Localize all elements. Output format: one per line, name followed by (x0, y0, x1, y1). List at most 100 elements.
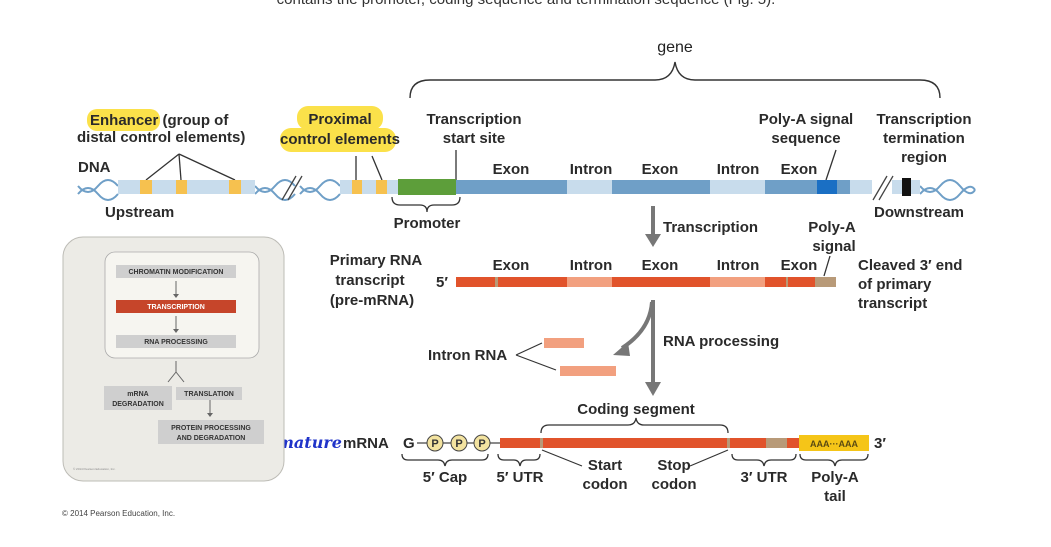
polya-tail-aaa: AAA···AAA (810, 439, 858, 449)
phosphate-cap (426, 434, 491, 452)
cleaved-label-2: of primary (858, 276, 932, 293)
flow-rna-processing-box (116, 335, 236, 348)
flow-rna-processing-text: RNA PROCESSING (144, 339, 208, 346)
dna-break-marks (281, 175, 894, 201)
flow-mrna-degradation-box (104, 386, 172, 410)
polya-tail-bar (799, 435, 869, 451)
promoter-region (398, 179, 456, 195)
proximal-element-1 (352, 180, 362, 194)
enhancer-label-2: distal control elements) (77, 129, 245, 146)
pre-mrna-intron-label-1: Intron (570, 257, 613, 274)
pre-mrna-polya-pointer (823, 255, 831, 277)
handwritten-mature-label: mature (277, 433, 342, 452)
mrna-utr3-end (787, 438, 799, 448)
mrna-coding (543, 438, 727, 448)
start-codon-label: Start (588, 457, 622, 474)
pre-mrna-label-2: transcript (335, 272, 404, 289)
stop-codon-label: Stop (657, 457, 690, 474)
termination-label: Transcription (876, 111, 971, 128)
cleaved-label: Cleaved 3′ end (858, 257, 962, 274)
proximal-element-2 (376, 180, 387, 194)
polya-signal-sequence (817, 180, 837, 194)
intron-rna-fragment-1 (544, 338, 584, 348)
phosphate-p-2: P (455, 438, 462, 450)
intron-rna-label: Intron RNA (428, 347, 507, 364)
phosphate-p-1: P (431, 438, 438, 450)
copyright: © 2014 Pearson Education, Inc. (62, 509, 175, 518)
mrna-g-label: G (403, 435, 415, 452)
flow-chromatin-text: CHROMATIN MODIFICATION (128, 269, 223, 276)
pre-mrna-utr5 (456, 277, 495, 287)
enhancer-pointer-lines (145, 153, 236, 181)
utr5-label: 5′ UTR (497, 469, 544, 486)
intron-rna-pointer-1 (515, 342, 543, 356)
pre-mrna-intron-1 (567, 277, 612, 287)
polya-tail-label-2: tail (824, 488, 846, 505)
enhancer-highlight (87, 109, 160, 131)
proximal-label: Proximal (308, 111, 371, 128)
rna-processing-label: RNA processing (663, 333, 779, 350)
mrna-label: mRNA (343, 435, 389, 452)
mrna-bottom-braces (401, 453, 869, 467)
transcription-label: Transcription (663, 219, 758, 236)
flow-protein-text-2: AND DEGRADATION (177, 435, 246, 442)
stop-codon-pointer (689, 449, 729, 467)
termination-label-2: termination (883, 130, 965, 147)
transcription-arrowhead (645, 234, 661, 247)
intron-rna-fragment-2 (560, 366, 616, 376)
flow-tiny-copyright: © 2014 Pearson Education, Inc. (73, 467, 116, 471)
dna-intron-label-2: Intron (717, 161, 760, 178)
polya-tail-label: Poly-A (811, 469, 859, 486)
stop-codon-label-2: codon (652, 476, 697, 493)
dna-downstream-1 (850, 180, 872, 194)
cap-label: 5′ Cap (423, 469, 467, 486)
tss-label-2: start site (443, 130, 506, 147)
flow-transcription-box (116, 300, 236, 313)
pre-mrna-intron-label-2: Intron (717, 257, 760, 274)
downstream-label: Downstream (874, 204, 964, 221)
dna-intron-2 (710, 180, 765, 194)
dna-exon-label-1: Exon (493, 161, 530, 178)
dna-label: DNA (78, 159, 111, 176)
phosphate-p-3: P (478, 438, 485, 450)
proximal-highlight-1 (297, 106, 383, 130)
flow-translation-text: TRANSLATION (184, 391, 234, 398)
flow-transcription-text: TRANSCRIPTION (147, 304, 205, 311)
gene-brace (409, 61, 941, 99)
dna-proximal-region (340, 180, 398, 194)
intron-rna-pointer-2 (515, 354, 557, 371)
pre-mrna-label: Primary RNA (330, 252, 423, 269)
start-codon-label-2: codon (583, 476, 628, 493)
tss-label: Transcription (426, 111, 521, 128)
intron-removal-arrowhead (613, 342, 630, 356)
mrna-utr3 (730, 438, 766, 448)
pre-mrna-exon-1 (498, 277, 567, 287)
dna-exon-2 (612, 180, 710, 194)
coding-segment-label: Coding segment (577, 401, 695, 418)
pre-mrna-label-3: (pre-mRNA) (330, 292, 414, 309)
enhancer-element-1 (140, 180, 152, 194)
polya-signal-label: Poly-A signal (759, 111, 853, 128)
rna-processing-arrowhead (645, 382, 661, 396)
enhancer-label: Enhancer (group of (90, 112, 229, 129)
flow-protein-text: PROTEIN PROCESSING (171, 425, 251, 432)
pre-mrna-exon-2 (612, 277, 710, 287)
flow-chromatin-box (116, 265, 236, 278)
dna-exon-1 (456, 180, 567, 194)
termination-label-3: region (901, 149, 947, 166)
top-caption: contains the promoter, coding sequence a… (277, 0, 776, 8)
dna-intron-label-1: Intron (570, 161, 613, 178)
flow-arrowheads (173, 294, 213, 417)
mrna-3prime: 3′ (874, 435, 886, 452)
dna-exon-label-3: Exon (781, 161, 818, 178)
pre-mrna-intron-2 (710, 277, 765, 287)
promoter-brace (391, 196, 461, 213)
pre-mrna-polya-label: Poly-A (808, 219, 856, 236)
start-codon-pointer (541, 449, 583, 467)
mrna-stop-codon (727, 438, 730, 448)
mrna-polya-signal (766, 438, 787, 448)
proximal-highlight-2 (280, 128, 396, 152)
polya-signal-pointer-line (825, 149, 837, 181)
promoter-label: Promoter (394, 215, 461, 232)
coding-segment-brace (540, 417, 729, 434)
